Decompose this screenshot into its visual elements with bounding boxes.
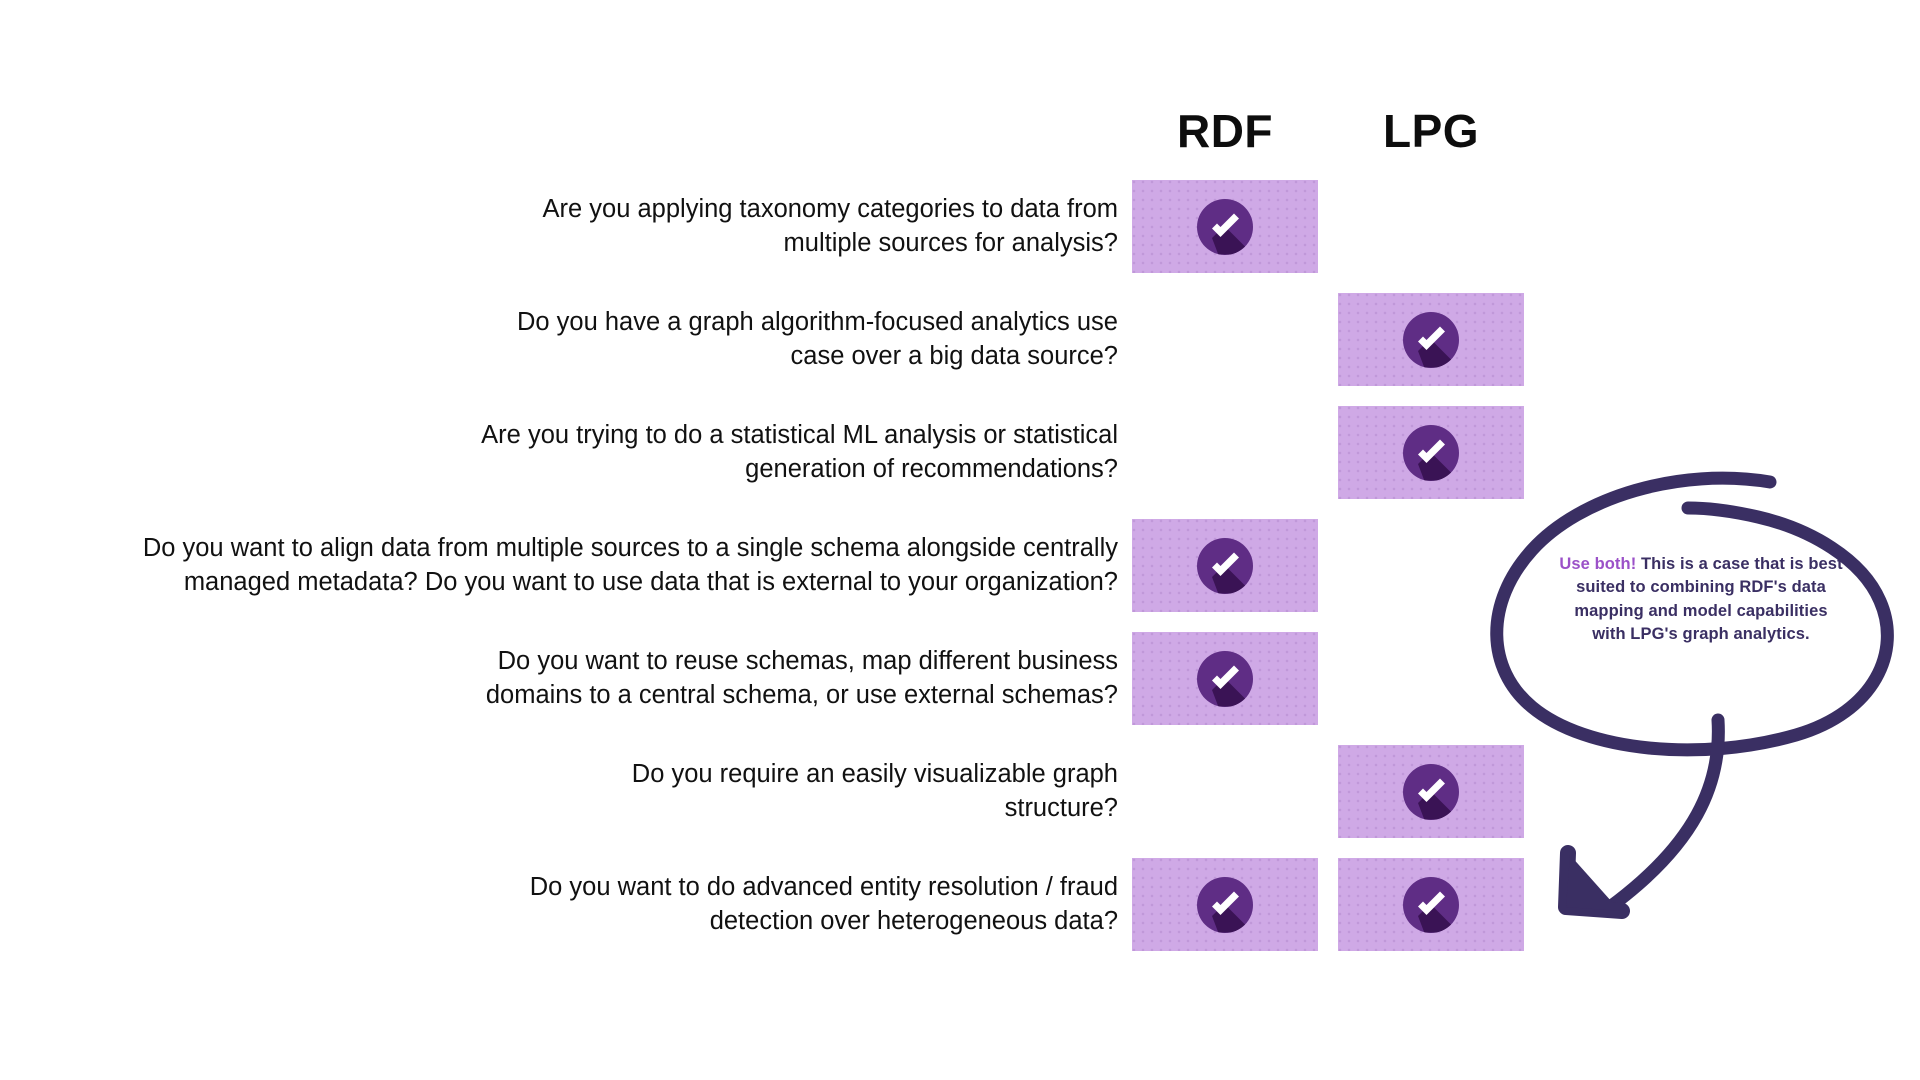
check-circle-icon <box>1403 876 1459 933</box>
question-text: Do you want to reuse schemas, map differ… <box>485 647 1118 710</box>
callout-body: This is a case that is best suited to co… <box>1574 555 1843 644</box>
check-circle-icon <box>1403 424 1459 481</box>
check-cell-lpg-row-7[interactable] <box>1338 858 1524 951</box>
question-row-6: Do you require an easily visualizable gr… <box>0 757 1118 825</box>
column-header-lpg: LPG <box>1382 105 1480 157</box>
check-cell-rdf-row-4[interactable] <box>1132 519 1318 612</box>
callout-arrow-tail <box>1603 713 1725 914</box>
check-circle-icon <box>1403 311 1459 368</box>
check-cell-rdf-row-1[interactable] <box>1132 180 1318 273</box>
check-cell-lpg-row-2[interactable] <box>1338 293 1524 386</box>
question-text: Do you have a graph algorithm-focused an… <box>516 308 1118 371</box>
callout-text: Use both! This is a case that is best su… <box>1556 553 1846 647</box>
question-text: Do you require an easily visualizable gr… <box>631 760 1118 823</box>
callout-arrow-head <box>1558 845 1630 919</box>
question-text: Do you want to do advanced entity resolu… <box>529 873 1118 936</box>
callout-arrow-head-fill <box>1566 855 1620 911</box>
question-row-7: Do you want to do advanced entity resolu… <box>0 870 1118 938</box>
question-text: Do you want to align data from multiple … <box>142 534 1118 597</box>
question-text: Are you trying to do a statistical ML an… <box>481 421 1118 484</box>
question-row-3: Are you trying to do a statistical ML an… <box>0 418 1118 486</box>
use-both-callout <box>1470 455 1920 955</box>
check-circle-icon <box>1197 198 1253 255</box>
question-row-1: Are you applying taxonomy categories to … <box>0 192 1118 260</box>
check-cell-rdf-row-5[interactable] <box>1132 632 1318 725</box>
question-row-2: Do you have a graph algorithm-focused an… <box>0 305 1118 373</box>
check-cell-lpg-row-6[interactable] <box>1338 745 1524 838</box>
column-header-rdf: RDF <box>1176 105 1274 157</box>
question-row-4: Do you want to align data from multiple … <box>0 531 1118 599</box>
check-circle-icon <box>1197 537 1253 594</box>
callout-lead: Use both! <box>1559 555 1637 573</box>
check-circle-icon <box>1403 763 1459 820</box>
check-circle-icon <box>1197 876 1253 933</box>
question-text: Are you applying taxonomy categories to … <box>542 195 1118 258</box>
check-cell-lpg-row-3[interactable] <box>1338 406 1524 499</box>
check-circle-icon <box>1197 650 1253 707</box>
question-row-5: Do you want to reuse schemas, map differ… <box>0 644 1118 712</box>
check-cell-rdf-row-7[interactable] <box>1132 858 1318 951</box>
